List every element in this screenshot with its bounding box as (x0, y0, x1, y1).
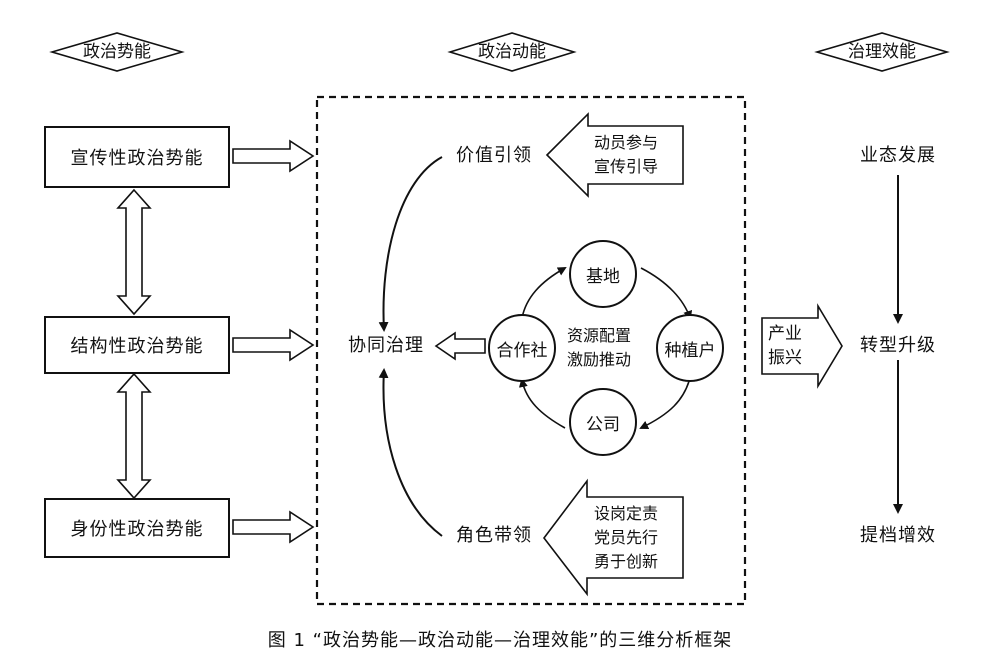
efficacy-transformation-upgrade: 转型升级 (860, 335, 936, 356)
box-propaganda-potential: 宣传性政治势能 (44, 126, 230, 188)
header-diamond-right (814, 32, 950, 72)
box-structural-potential: 结构性政治势能 (44, 316, 230, 374)
header-diamond-left (49, 32, 185, 72)
callout-top-line-2: 宣传引导 (594, 157, 659, 176)
arrow-right-2 (232, 328, 315, 362)
callout-top-text: 动员参与 宣传引导 (594, 131, 658, 179)
header-governance-efficacy: 治理效能 (848, 42, 916, 62)
revitalization-line-2: 振兴 (768, 348, 802, 368)
header-diamond-middle (447, 32, 577, 72)
header-political-kinetic: 政治动能 (478, 42, 546, 62)
revitalization-line-1: 产业 (768, 324, 802, 344)
callout-bottom-line-2: 党员先行 (594, 528, 659, 547)
callout-top-shape (545, 112, 684, 198)
cycle-center-text: 资源配置 激励推动 (567, 324, 631, 372)
cycle-center-line-1: 资源配置 (567, 326, 632, 345)
callout-bottom-text: 设岗定责 党员先行 勇于创新 (594, 502, 658, 574)
arrow-right-3 (232, 510, 315, 544)
box-identity-potential: 身份性政治势能 (44, 498, 230, 558)
role-lead-label: 角色带领 (456, 525, 532, 546)
cycle-node-base: 基地 (569, 240, 637, 308)
cycle-node-company: 公司 (569, 388, 637, 456)
revitalization-arrow-text: 产业 振兴 (768, 322, 802, 370)
efficacy-quality-efficiency: 提档增效 (860, 525, 936, 546)
efficacy-business-development: 业态发展 (860, 145, 936, 166)
arrow-right-1 (232, 139, 315, 173)
cycle-center-line-2: 激励推动 (567, 350, 632, 369)
revitalization-arrow-shape (761, 303, 843, 389)
arrow-to-collab (434, 331, 486, 361)
double-arrow-lower (116, 372, 152, 500)
figure-caption: 图 1 “政治势能—政治动能—治理效能”的三维分析框架 (267, 630, 733, 651)
value-lead-label: 价值引领 (456, 145, 532, 166)
cycle-node-cooperative: 合作社 (488, 314, 556, 382)
header-political-potential: 政治势能 (83, 42, 151, 62)
cycle-arrow-right-bottom (639, 377, 691, 430)
callout-bottom-line-1: 设岗定责 (594, 504, 659, 523)
cycle-arrow-top-right (640, 267, 693, 320)
callout-top-line-1: 动员参与 (594, 133, 659, 152)
curve-role-to-collab (378, 368, 443, 537)
cycle-arrow-left-top (521, 267, 567, 319)
collab-governance-label: 协同治理 (348, 335, 424, 356)
cycle-node-farmers: 种植户 (656, 314, 724, 382)
callout-bottom-line-3: 勇于创新 (594, 552, 659, 571)
callout-bottom-shape (542, 478, 684, 597)
double-arrow-upper (116, 188, 152, 316)
cycle-arrow-bottom-left (518, 378, 566, 429)
curve-value-to-collab (378, 156, 443, 332)
